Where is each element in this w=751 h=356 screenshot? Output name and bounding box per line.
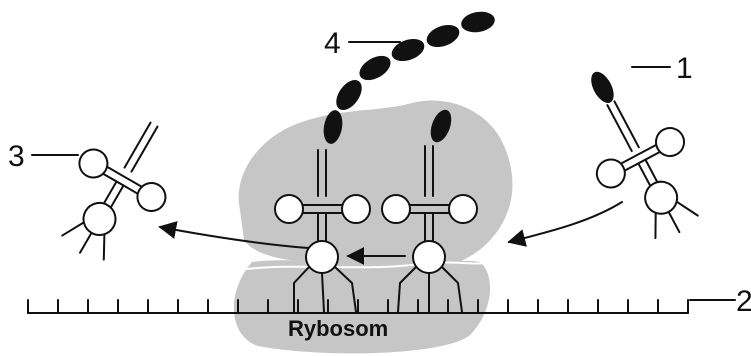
trna-arm-loop — [595, 158, 626, 189]
codon-ticks — [27, 299, 689, 314]
trna-p-site — [274, 149, 371, 313]
label-4: 4 — [324, 27, 341, 60]
ribosome-large-subunit — [238, 100, 513, 271]
amino-acid — [426, 24, 460, 48]
trna-anticodon-loop — [412, 240, 446, 274]
trna-arm-loop — [274, 194, 304, 224]
trna-arm-loop — [381, 194, 411, 224]
label-1: 1 — [676, 52, 693, 85]
label-3: 3 — [8, 140, 25, 173]
incoming-trna-arrow — [507, 201, 623, 247]
amino-acid — [323, 110, 343, 144]
trna-anticodon-loop — [644, 180, 679, 215]
trna-anticodon-loop — [82, 201, 117, 236]
label-2: 2 — [736, 285, 751, 318]
ribosome — [233, 100, 513, 354]
trna-arm-loop — [448, 194, 478, 224]
amino-acid — [359, 55, 391, 81]
outgoing-trna-arrow — [158, 221, 309, 249]
incoming-trna — [591, 71, 699, 240]
trna-arm-loop — [341, 194, 371, 224]
trna-arm-loop — [78, 148, 109, 179]
amino-acid — [461, 11, 495, 33]
subunit-boundary — [237, 261, 491, 271]
amino-acid — [591, 71, 614, 103]
polypeptide-chain — [323, 11, 495, 144]
trna-anticodon-loop — [305, 240, 339, 274]
amino-acid — [336, 79, 362, 111]
mrna-strand — [27, 299, 689, 314]
ribosome-small-subunit — [233, 260, 491, 354]
amino-acid — [391, 38, 425, 62]
trna-arm-loop — [136, 182, 167, 212]
trna-arm-loop — [655, 127, 686, 158]
amino-acid — [430, 109, 452, 143]
trna-a-site — [381, 109, 478, 313]
released-trna — [61, 121, 167, 261]
ribosome-label: Rybosom — [288, 316, 388, 341]
